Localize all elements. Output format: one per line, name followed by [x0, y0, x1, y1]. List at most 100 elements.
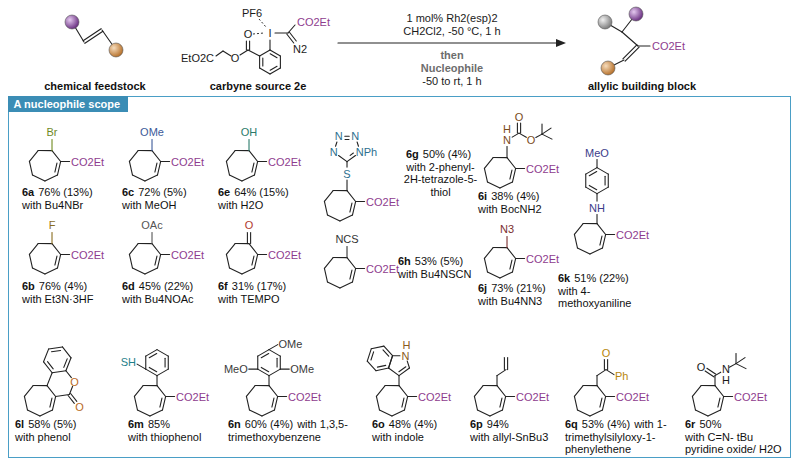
- bond-line: [257, 356, 258, 369]
- bond-line: [261, 367, 268, 371]
- bond-line: [260, 50, 270, 56]
- bond-line: [161, 254, 170, 255]
- condition: Nucleophile: [421, 62, 483, 75]
- bond-line: [137, 410, 149, 416]
- ester-label: CO2Et: [171, 248, 204, 261]
- bond-line: [254, 162, 257, 176]
- atom-label: N: [330, 145, 338, 158]
- atom-label: O: [75, 401, 84, 414]
- yield: 50%: [699, 418, 721, 430]
- bond-line: [376, 368, 389, 371]
- bond-line: [51, 140, 52, 151]
- bond-line: [352, 269, 355, 283]
- compound-number: 6h: [398, 255, 411, 267]
- ester-label: CO2Et: [418, 390, 451, 403]
- bond-line: [577, 410, 589, 416]
- yield: 38% (4%): [491, 190, 539, 202]
- bond-line: [590, 248, 603, 254]
- bond-line: [350, 203, 352, 212]
- reagent: with Bu4NBr: [22, 199, 117, 212]
- reagent: with BocNH2: [478, 203, 573, 216]
- scheme-title: carbyne source 2e: [210, 80, 307, 93]
- bond-line: [138, 150, 152, 151]
- caption-block: 6r50%with C=N- tBu pyridine oxide/ H2O: [685, 418, 790, 456]
- atom-label: O: [602, 347, 611, 360]
- atom-label: H: [722, 373, 730, 386]
- bond-line: [377, 365, 385, 367]
- group-ball: [598, 15, 612, 29]
- caption-block: 6f31% (17%)with TEMPO: [218, 280, 313, 305]
- bond-line: [346, 180, 347, 191]
- caption-block: 6g50% (4%)with 2-phenyl-2H-tetrazole-5-t…: [398, 148, 483, 198]
- substituent-label: NCS: [335, 232, 358, 245]
- group-ball: [601, 61, 615, 75]
- bond-line: [149, 354, 156, 358]
- bond-line: [29, 244, 38, 255]
- bond-line: [324, 258, 333, 269]
- yield: 64% (15%): [234, 186, 288, 198]
- bond-line: [47, 386, 56, 397]
- bond-line: [385, 385, 399, 386]
- bond-line: [268, 376, 269, 386]
- bond-line: [280, 56, 281, 68]
- ester-label: CO2Et: [616, 390, 649, 403]
- bond-line: [269, 350, 280, 357]
- bond-line: [155, 163, 157, 172]
- bond-line: [585, 174, 586, 187]
- bond-line: [333, 257, 347, 258]
- bond-line: [398, 376, 399, 386]
- ester-label: CO2Et: [71, 155, 104, 168]
- bond-line: [596, 215, 597, 224]
- condition: CH2Cl2, -50 °C, 1 h: [403, 25, 500, 38]
- bond-line: [345, 139, 349, 140]
- bond-line: [134, 386, 143, 397]
- compound-number: 6i: [478, 190, 487, 202]
- bond-line: [340, 282, 353, 288]
- bond-line: [166, 396, 175, 397]
- reagent: with indole: [372, 431, 467, 444]
- bond-line: [695, 410, 707, 416]
- reagent: with 2-phenyl-2H-tetrazole-5-thiol: [398, 161, 483, 199]
- bond-line: [507, 248, 516, 259]
- bond-line: [596, 194, 597, 202]
- bond-line: [275, 32, 288, 33]
- bond-line: [289, 32, 296, 41]
- bond-line: [408, 396, 417, 397]
- atom-label: SH: [121, 356, 136, 369]
- bond-line: [129, 151, 138, 162]
- bond-line: [55, 163, 57, 172]
- bond-line: [606, 370, 614, 375]
- bond-line: [165, 358, 166, 367]
- bond-line: [27, 410, 39, 416]
- bond-line: [507, 358, 508, 370]
- bond-line: [24, 396, 27, 410]
- bond-line: [347, 191, 356, 202]
- caption-block: 6o48% (4%)with indole: [372, 418, 467, 443]
- bond-line: [487, 182, 499, 188]
- compound-number: 6j: [478, 282, 487, 294]
- bond-line: [249, 151, 258, 162]
- ester-label: CO2Et: [616, 228, 649, 241]
- bond-line: [604, 360, 605, 370]
- bond-line: [64, 359, 67, 368]
- bond-line: [249, 41, 250, 50]
- bond-line: [168, 356, 169, 369]
- ester-label: CO2Et: [176, 390, 209, 403]
- compound-number: 6k: [558, 272, 570, 284]
- atom-label: O: [70, 375, 79, 388]
- group-ball: [65, 15, 79, 29]
- reagent: with Et3N·3HF: [22, 293, 117, 306]
- bond-line: [504, 358, 505, 370]
- bond-line: [590, 410, 603, 416]
- bond-line: [507, 158, 516, 169]
- caption-block: 6i 38% (4%)with BocNH2: [478, 190, 573, 215]
- bond-line: [258, 369, 269, 376]
- bond-line: [132, 175, 144, 181]
- bond-line: [327, 215, 339, 221]
- bond-line: [402, 398, 404, 407]
- substituent-label: F: [49, 218, 56, 231]
- bond-line: [38, 150, 52, 151]
- bond-line: [339, 155, 347, 161]
